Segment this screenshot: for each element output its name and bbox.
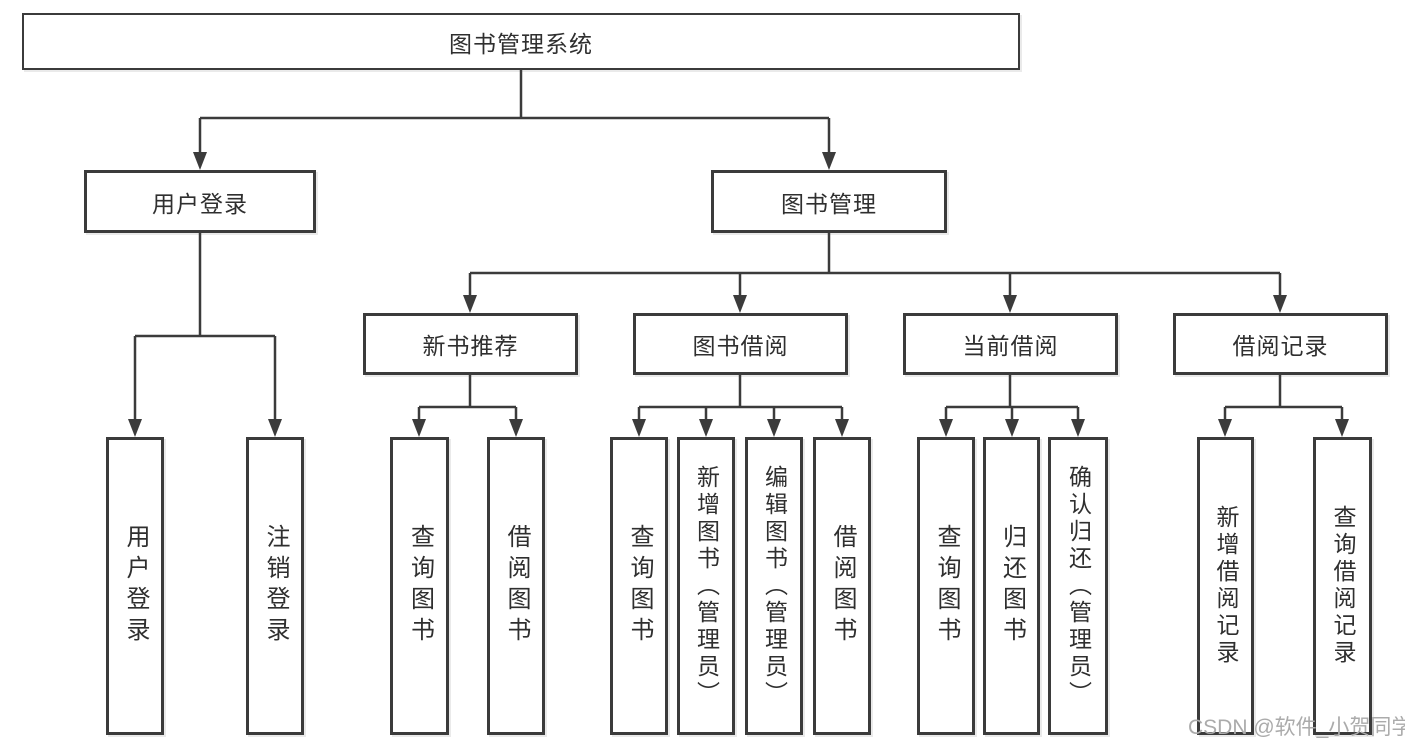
node-user-login-branch: 用户登录	[84, 170, 316, 233]
connector-lines	[133, 70, 1344, 420]
leaf-query-books-2: 查询图书	[610, 437, 668, 735]
node-current-borrowing: 当前借阅	[903, 313, 1118, 375]
leaf-user-login: 用户登录	[106, 437, 164, 735]
leaf-return-books: 归还图书	[983, 437, 1040, 735]
leaf-query-books-3: 查询图书	[917, 437, 975, 735]
node-new-book-recommend: 新书推荐	[363, 313, 578, 375]
leaf-add-borrow-record: 新增借阅记录	[1197, 437, 1254, 735]
node-label: 图书借阅	[692, 333, 789, 359]
leaf-add-books-admin: 新增图书（管理员）	[677, 437, 735, 735]
node-label: 新书推荐	[422, 333, 519, 359]
node-label: 查询借阅记录	[1330, 505, 1356, 667]
node-book-borrowing: 图书借阅	[633, 313, 848, 375]
node-label: 查询图书	[626, 524, 653, 648]
node-label: 借阅图书	[503, 524, 530, 648]
node-label: 图书管理系统	[449, 30, 593, 57]
node-label: 借阅图书	[829, 524, 856, 648]
node-label: 注销登录	[262, 524, 289, 648]
leaf-query-books-1: 查询图书	[390, 437, 449, 735]
node-label: 借阅记录	[1232, 333, 1329, 359]
node-root-system: 图书管理系统	[22, 13, 1020, 70]
leaf-borrow-books-2: 借阅图书	[813, 437, 871, 735]
node-label: 新增图书（管理员）	[693, 464, 720, 708]
node-label: 查询图书	[406, 524, 434, 648]
leaf-edit-books-admin: 编辑图书（管理员）	[745, 437, 803, 735]
node-label: 查询图书	[933, 524, 960, 648]
node-borrowing-records: 借阅记录	[1173, 313, 1388, 375]
leaf-confirm-return-admin: 确认归还（管理员）	[1048, 437, 1108, 735]
node-label: 新增借阅记录	[1213, 505, 1239, 667]
leaf-logout: 注销登录	[246, 437, 304, 735]
leaf-query-borrow-record: 查询借阅记录	[1313, 437, 1372, 735]
node-book-management-branch: 图书管理	[711, 170, 947, 233]
csdn-watermark: CSDN @软件_小贺同学	[1188, 716, 1405, 739]
node-label: 用户登录	[122, 524, 149, 648]
node-label: 归还图书	[998, 524, 1026, 648]
node-label: 图书管理	[781, 190, 877, 217]
arrowhead-icons	[128, 152, 1349, 437]
node-label: 用户登录	[152, 190, 248, 217]
leaf-borrow-books-1: 借阅图书	[487, 437, 545, 735]
node-label: 当前借阅	[962, 333, 1059, 359]
node-label: 确认归还（管理员）	[1065, 464, 1092, 708]
node-label: 编辑图书（管理员）	[761, 464, 788, 708]
